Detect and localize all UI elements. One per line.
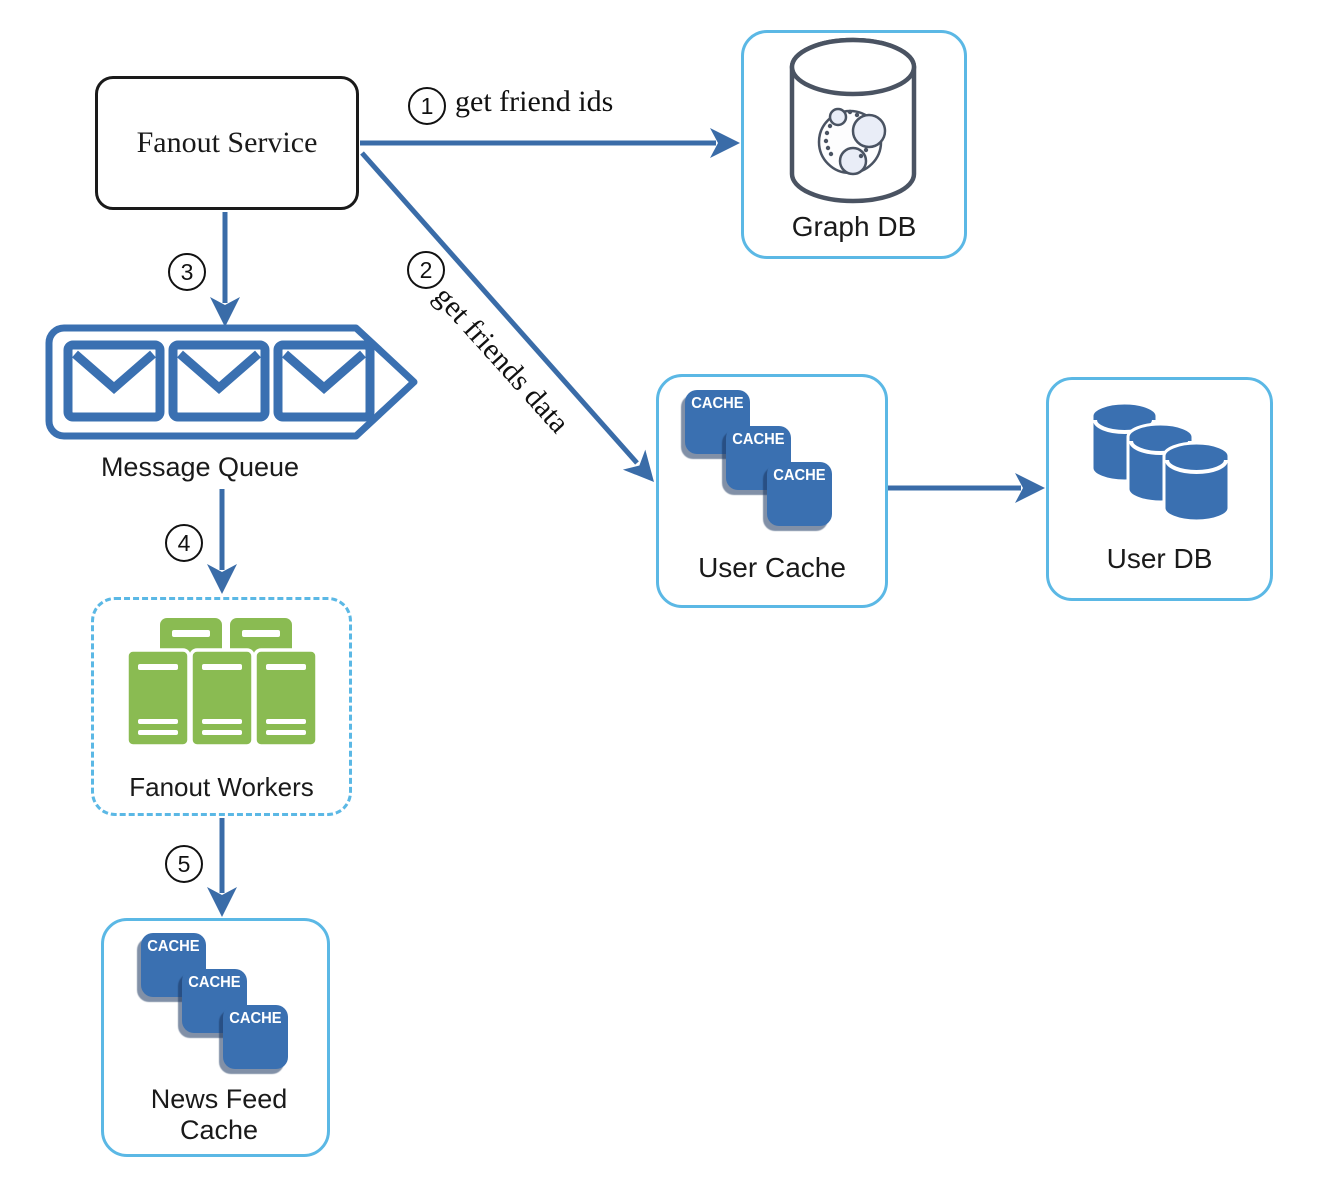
- message-queue-label: Message Queue: [100, 452, 300, 482]
- envelope-queue-icon: [45, 324, 418, 440]
- envelope-icon: [168, 340, 270, 422]
- node-fanout-service: Fanout Service: [95, 76, 359, 210]
- graph-db-label: Graph DB: [791, 211, 917, 242]
- step-1-badge: 1: [408, 87, 446, 125]
- arrow-user-cache-to-user-db: [888, 473, 1045, 503]
- arrow-step1: [360, 128, 740, 158]
- user-cache-label: User Cache: [698, 552, 846, 583]
- step-5-badge: 5: [165, 845, 203, 883]
- envelope-icon: [63, 340, 165, 422]
- arrow-step3: [210, 212, 240, 327]
- step-4-badge: 4: [165, 524, 203, 562]
- fanout-workers-label: Fanout Workers: [129, 772, 314, 802]
- user-db-label: User DB: [1106, 543, 1213, 574]
- cache-square: CACHE: [223, 1005, 288, 1069]
- news-feed-cache-label: News Feed Cache: [150, 1084, 288, 1145]
- cache-square: CACHE: [726, 426, 791, 490]
- step-2-badge: 2: [407, 251, 445, 289]
- cache-square: CACHE: [767, 462, 832, 526]
- arrow-step2: [360, 151, 654, 482]
- step-3-badge: 3: [168, 253, 206, 291]
- node-fanout-workers: Fanout Workers: [91, 597, 352, 816]
- envelope-icon: [273, 340, 375, 422]
- node-graph-db: Graph DB: [741, 30, 967, 259]
- fanout-service-label: Fanout Service: [136, 126, 318, 159]
- edge-label-get-friends-data: get friends data: [427, 280, 576, 440]
- cache-square: CACHE: [685, 390, 750, 454]
- node-user-cache: CACHE CACHE CACHE User Cache: [656, 374, 888, 608]
- edge-label-get-friend-ids: get friend ids: [455, 85, 614, 118]
- arrow-step5: [207, 818, 237, 917]
- node-user-db: User DB: [1046, 377, 1273, 601]
- arrow-step4: [207, 489, 237, 594]
- node-news-feed-cache: CACHE CACHE CACHE News Feed Cache: [101, 918, 330, 1157]
